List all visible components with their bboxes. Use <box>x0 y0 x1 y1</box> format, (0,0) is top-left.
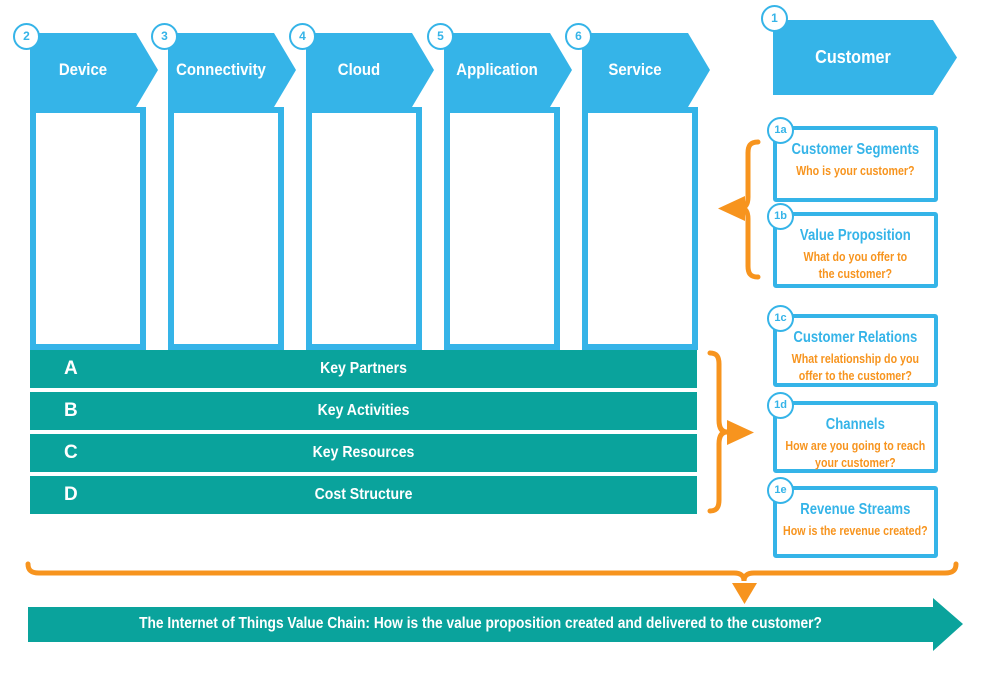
column-header-application: Application <box>444 33 572 107</box>
box-revenue-streams: 1e Revenue Streams How is the revenue cr… <box>767 477 938 558</box>
column-label: Connectivity <box>176 60 266 79</box>
row-key-activities: B Key Activities <box>30 392 697 430</box>
row-letter: B <box>64 400 78 421</box>
step-badge-2: 2 <box>13 23 40 50</box>
column-body-device <box>30 107 146 350</box>
footer-label: The Internet of Things Value Chain: How … <box>139 615 822 632</box>
box-question: Who is your customer? <box>796 163 915 178</box>
row-letter: D <box>64 484 78 505</box>
column-connectivity: Connectivity 3 <box>151 0 306 352</box>
customer-label: Customer <box>815 47 891 67</box>
column-label: Cloud <box>337 60 381 79</box>
brace-bottom-group <box>25 561 959 604</box>
column-label: Application <box>456 60 538 79</box>
row-label: Key Partners <box>320 360 407 377</box>
column-label: Service <box>608 60 662 79</box>
column-header-device: Device <box>30 33 158 107</box>
column-service: Service 6 <box>565 0 720 352</box>
step-badge-1d: 1d <box>767 392 794 419</box>
box-title: Customer Relations <box>793 329 918 346</box>
box-customer-segments: 1a Customer Segments Who is your custome… <box>767 117 938 202</box>
step-badge-4: 4 <box>289 23 316 50</box>
box-title: Channels <box>825 416 886 433</box>
box-title: Customer Segments <box>791 141 920 158</box>
column-application: Application 5 <box>427 0 582 352</box>
row-key-resources: C Key Resources <box>30 434 697 472</box>
column-label: Device <box>58 60 108 79</box>
brace-key-rows-group <box>707 350 754 514</box>
row-letter: C <box>64 442 78 463</box>
brace-customer-group <box>718 139 761 280</box>
box-question: How are you going to reach your customer… <box>785 438 926 470</box>
arrow-left-icon <box>718 196 745 221</box>
row-label: Key Resources <box>312 444 415 461</box>
arrow-down-icon <box>732 583 757 604</box>
row-label: Cost Structure <box>314 486 413 503</box>
step-badge-3: 3 <box>151 23 178 50</box>
column-device: Device 2 <box>13 0 168 352</box>
box-value-proposition: 1b Value Proposition What do you offer t… <box>767 203 938 288</box>
footer-value-chain-arrow: The Internet of Things Value Chain: How … <box>28 598 963 651</box>
step-badge-1a: 1a <box>767 117 794 144</box>
box-channels: 1d Channels How are you going to reach y… <box>767 392 938 473</box>
column-body-service <box>582 107 698 350</box>
column-body-application <box>444 107 560 350</box>
step-badge-1c: 1c <box>767 305 794 332</box>
step-badge-5: 5 <box>427 23 454 50</box>
row-label: Key Activities <box>317 402 410 419</box>
step-badge-1e: 1e <box>767 477 794 504</box>
arrow-right-icon <box>727 420 754 445</box>
column-header-cloud: Cloud <box>306 33 434 107</box>
column-header-service: Service <box>582 33 710 107</box>
step-badge-1: 1 <box>761 5 788 32</box>
row-cost-structure: D Cost Structure <box>30 476 697 514</box>
box-customer-relations: 1c Customer Relations What relationship … <box>767 305 938 387</box>
customer-arrow: Customer <box>773 20 957 95</box>
box-title: Revenue Streams <box>800 501 911 518</box>
box-question: What do you offer to the customer? <box>803 249 908 281</box>
column-cloud: Cloud 4 <box>289 0 444 352</box>
column-body-connectivity <box>168 107 284 350</box>
step-badge-1b: 1b <box>767 203 794 230</box>
box-question: What relationship do you offer to the cu… <box>791 351 920 383</box>
column-header-connectivity: Connectivity <box>168 33 296 107</box>
row-letter: A <box>64 358 78 379</box>
box-question: How is the revenue created? <box>783 523 928 538</box>
box-title: Value Proposition <box>800 227 911 244</box>
column-body-cloud <box>306 107 422 350</box>
row-key-partners: A Key Partners <box>30 350 697 388</box>
step-badge-6: 6 <box>565 23 592 50</box>
